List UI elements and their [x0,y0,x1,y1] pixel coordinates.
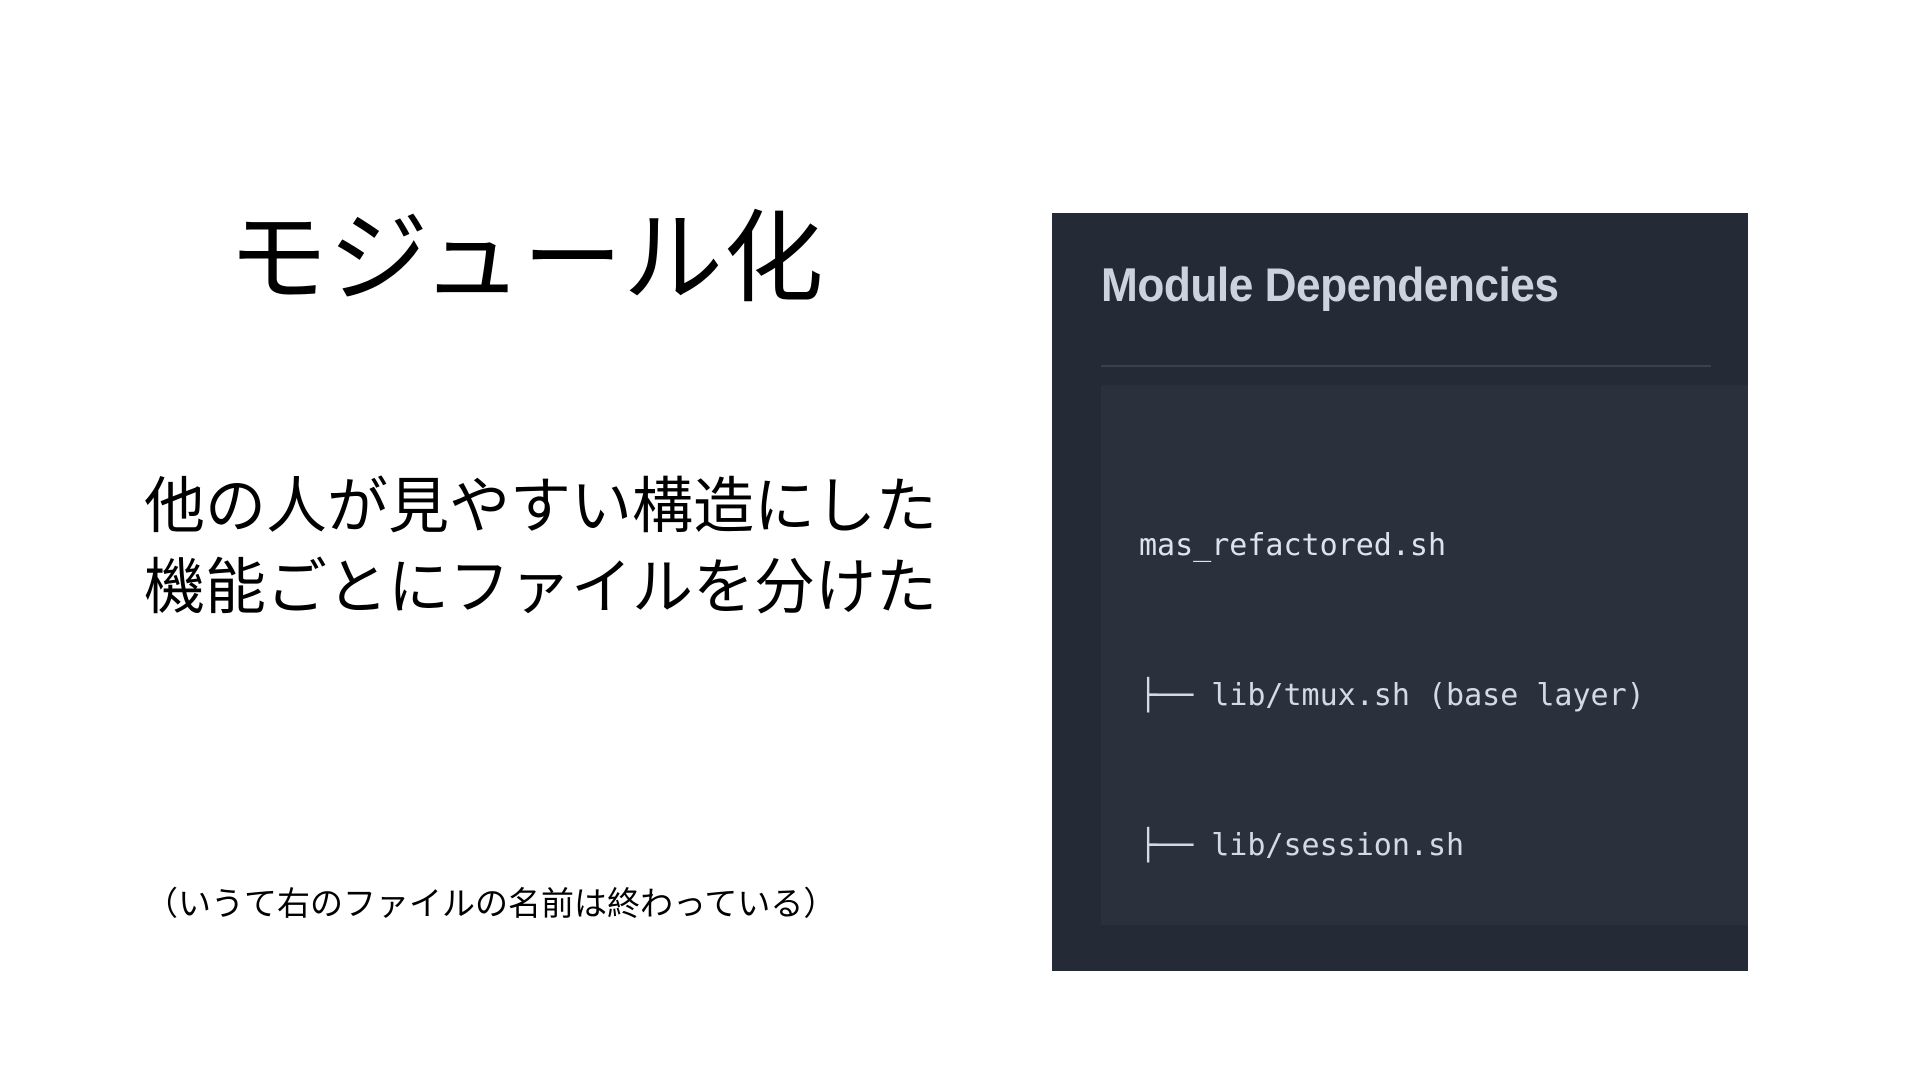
panel-divider [1101,365,1711,367]
dependency-tree: mas_refactored.sh ├── lib/tmux.sh (base … [1139,421,1645,971]
panel-title: Module Dependencies [1101,258,1559,311]
tree-line-root: mas_refactored.sh [1139,528,1447,563]
module-dependencies-panel: Module Dependencies mas_refactored.sh ├─… [1052,213,1748,971]
body-line-1: 他の人が見やすい構造にした [144,471,938,542]
tree-line-tmux-base: ├── lib/tmux.sh (base layer) [1139,678,1645,713]
left-content-column: モジュール化 他の人が見やすい構造にした 機能ごとにファイルを分けた （いうて右… [144,200,937,924]
code-block: mas_refactored.sh ├── lib/tmux.sh (base … [1101,385,1748,925]
footnote-text: （いうて右のファイルの名前は終わっている） [145,884,837,923]
tree-line-session: ├── lib/session.sh [1139,828,1465,863]
body-line-2: 機能ごとにファイルを分けた [144,552,938,624]
body-text-block: 他の人が見やすい構造にした 機能ごとにファイルを分けた [144,466,937,628]
page-title: モジュール化 [228,200,824,317]
panel-header: Module Dependencies [1101,261,1711,353]
